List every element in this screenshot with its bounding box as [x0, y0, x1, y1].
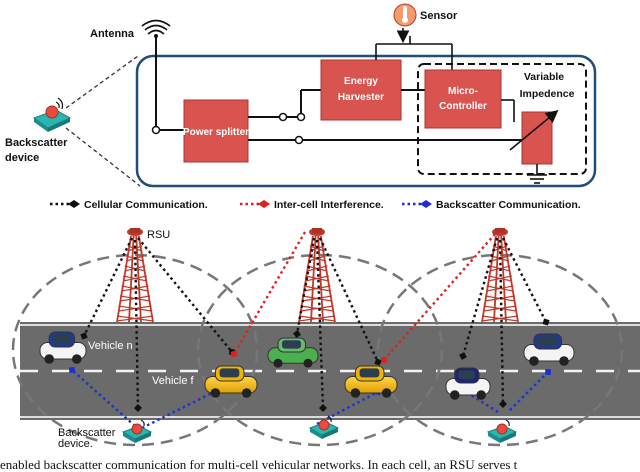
legend-label: Backscatter Communication.: [436, 199, 581, 211]
legend-item: Backscatter Communication.: [402, 199, 581, 211]
energy-harvester-box: [320, 59, 402, 121]
power-splitter-box: [183, 99, 249, 163]
figure-caption: enabled backscatter communication for mu…: [0, 458, 518, 472]
sensor-icon: [393, 3, 417, 27]
vehicle-n-car: [39, 331, 87, 364]
vehicle-f-car: [204, 365, 258, 398]
cellular-link: [498, 239, 507, 408]
power-splitter-label: Power splitter: [183, 127, 249, 138]
vehicle-n-label: Vehicle n: [88, 340, 133, 352]
legend-item: Cellular Communication.: [50, 199, 208, 211]
backscatter-link: [509, 369, 551, 411]
micro-controller-label: Micro-Controller: [439, 86, 487, 112]
legend-label: Inter-cell Interference.: [274, 199, 384, 211]
cellular-link: [459, 237, 499, 360]
cellular-link: [501, 237, 550, 326]
legend: Cellular Communication. Inter-cell Interf…: [50, 199, 581, 211]
rsu-tower-icon: [481, 228, 519, 323]
white-car-cell3: [445, 367, 491, 400]
interference-link: [230, 231, 307, 358]
yellow-car-cell2: [344, 365, 398, 398]
backscatter-device-icon: [486, 419, 518, 443]
green-car: [267, 337, 319, 368]
backscatter-device-icon: [121, 419, 153, 443]
antenna-label: Antenna: [90, 28, 135, 40]
cell-boundary-3: [376, 253, 624, 447]
legend-item: Inter-cell Interference.: [240, 199, 384, 211]
rsu-label: RSU: [147, 229, 170, 241]
white-blue-car-cell3: [523, 333, 575, 366]
cellular-link: [80, 237, 134, 340]
leader-line-top: [65, 55, 139, 109]
controller-group: [417, 63, 587, 175]
interference-link: [380, 233, 496, 364]
backscatter-link: [69, 367, 136, 427]
legend-label: Cellular Communication.: [84, 199, 208, 211]
micro-controller-box: [424, 69, 502, 129]
cellular-link: [318, 237, 382, 366]
cellular-link: [133, 239, 142, 412]
antenna-icon: [141, 19, 171, 66]
cellular-link: [293, 237, 316, 338]
device-frame: [135, 54, 597, 188]
cell-boundary-2: [196, 253, 444, 447]
vehicle-f-label: Vehicle f: [152, 375, 195, 387]
sensor-label: Sensor: [420, 10, 458, 22]
backscatter-device-icon: [308, 415, 340, 439]
cell-boundary-1: [11, 253, 259, 447]
cellular-link: [315, 239, 327, 412]
leader-line-bottom: [65, 127, 141, 187]
backscatter-device-icon: [32, 97, 72, 132]
